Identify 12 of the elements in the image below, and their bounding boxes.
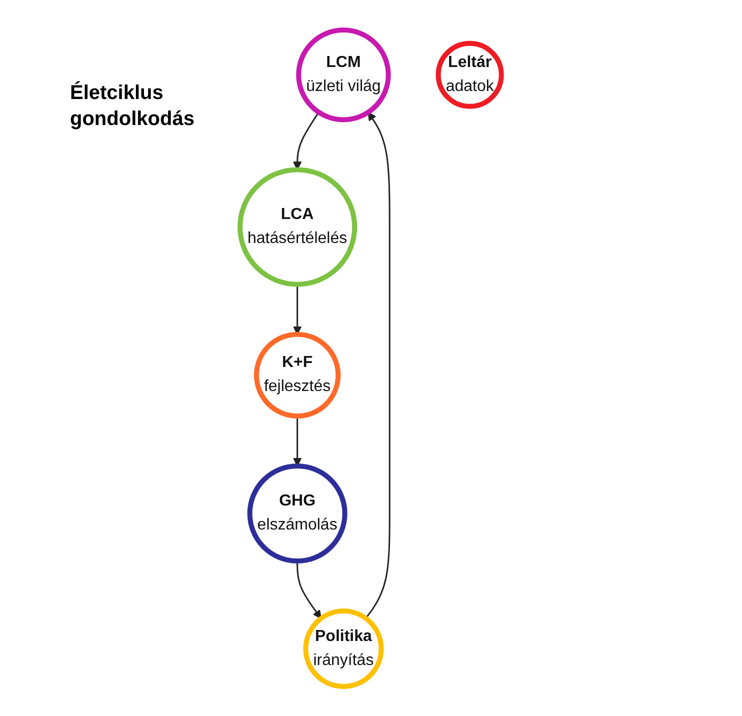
node-circle: LCA hatásértélelés [238, 166, 358, 287]
arrow [366, 112, 391, 619]
arrow [293, 112, 320, 170]
node-circle: Leltár adatok [436, 40, 504, 109]
diagram-title: Életciklus gondolkodás [70, 80, 196, 132]
node-circle: GHG elszámolás [248, 463, 348, 564]
arrow [293, 416, 302, 466]
arrow [296, 560, 322, 619]
arrow [293, 284, 302, 334]
node-circle: Politika irányítás [304, 608, 384, 689]
node-circle: K+F fejlesztés [254, 332, 341, 418]
node-circle: LCM üzleti világ [296, 27, 392, 122]
